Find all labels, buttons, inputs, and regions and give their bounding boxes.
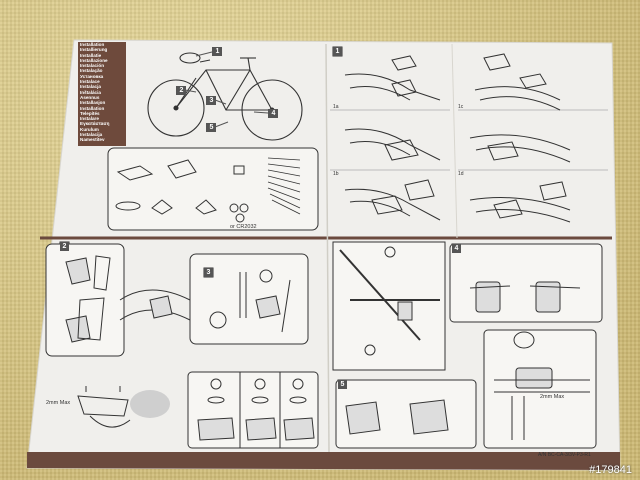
battery-panels [187, 371, 319, 449]
lang-line: Inštalácia [80, 89, 101, 95]
lang-line: Installierung [80, 47, 108, 53]
callout-5: 5 [207, 123, 216, 132]
callout-2: 2 [177, 86, 186, 95]
lang-line: Установка [80, 73, 104, 79]
svg-text:1a: 1a [333, 104, 339, 110]
gap-label: 2mm Max [46, 400, 71, 406]
lang-line: Installation [80, 105, 105, 111]
svg-text:1d: 1d [458, 171, 464, 177]
callout-3: 3 [207, 96, 216, 105]
step-1-diagrams [330, 46, 608, 223]
lang-line: Instalación [80, 63, 104, 69]
lang-line: Telepítés [80, 110, 100, 116]
lang-line: Instalacija [80, 132, 103, 138]
image-serial: #179841 [589, 464, 632, 476]
lang-line: Instalare [80, 116, 99, 122]
document-code: A/N BC-CA-3/3V-P3-R1 [538, 452, 591, 458]
lang-line: Instalação [80, 68, 103, 74]
lang-line: Installasjon [80, 100, 106, 106]
lang-line: Asennus [80, 94, 100, 100]
step-1-number: 1 [333, 47, 342, 56]
callout-1: 1 [213, 47, 222, 56]
lang-line: Namestitev [80, 137, 105, 143]
lang-line: Εγκατάσταση [80, 121, 110, 127]
lang-line: Kurulum [80, 126, 99, 132]
sub-step-labels: 1a 1b 1c 1d [333, 104, 464, 177]
step-4-5-diagrams [332, 241, 603, 449]
step-2-diagram [45, 241, 191, 357]
step-2-number: 2 [60, 242, 69, 251]
lang-line: Instalacja [80, 84, 101, 90]
install-languages-list: Installation Installierung Installatie I… [80, 42, 126, 143]
svg-text:1b: 1b [333, 171, 339, 177]
parts-box [107, 147, 319, 231]
step-3-number: 3 [204, 268, 213, 277]
lang-line: Instalace [80, 79, 100, 85]
step-4-number: 4 [452, 244, 461, 253]
bicycle-diagram [147, 52, 303, 141]
parts-battery-label: or CR2032 [230, 224, 257, 230]
svg-text:1c: 1c [458, 104, 464, 110]
callout-4: 4 [269, 109, 278, 118]
gap-label-right: 2mm Max [540, 394, 565, 400]
lang-line: Installation [80, 42, 105, 47]
lang-line: Installazione [80, 57, 108, 63]
lang-line: Installatie [80, 52, 102, 58]
sensor-gap-diagram [77, 386, 170, 428]
step-5-number: 5 [338, 380, 347, 389]
